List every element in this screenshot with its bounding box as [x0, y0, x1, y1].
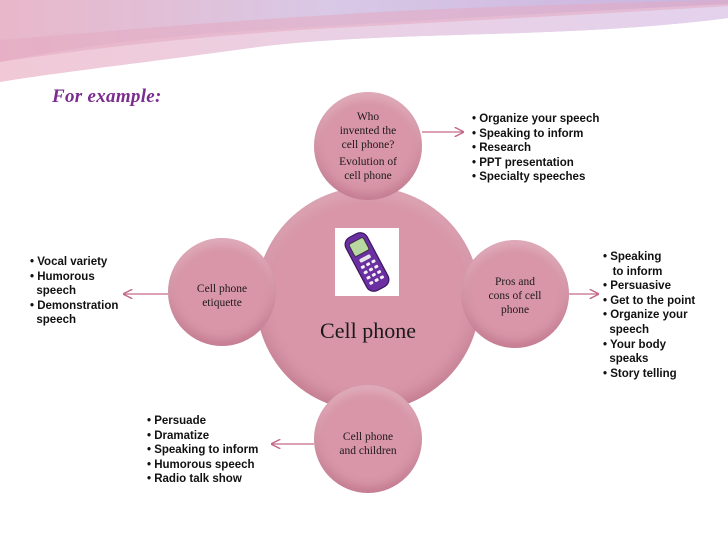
node-top — [314, 92, 422, 200]
list-item: • Persuade — [147, 415, 206, 427]
list-left: • Vocal variety • Humorous speech • Demo… — [30, 255, 118, 328]
list-item: • Organize your speech — [472, 113, 600, 125]
list-item: speech — [603, 323, 650, 336]
slide-heading: For example: — [52, 86, 162, 107]
decorative-banner — [0, 0, 728, 82]
node-top-text: Who invented the cell phone? Evolution o… — [314, 110, 422, 183]
list-item: • Speaking to inform — [472, 127, 584, 140]
node-right-line: phone — [500, 304, 530, 316]
list-item: speaks — [603, 353, 649, 366]
list-item: • Your body — [603, 338, 667, 351]
list-item: • Dramatize — [147, 429, 210, 442]
cell-phone-icon — [335, 228, 399, 296]
list-item: • Research — [472, 142, 532, 155]
node-top-line: cell phone — [344, 170, 392, 182]
node-left — [168, 238, 276, 346]
list-top-right: • Organize your speech • Speaking to inf… — [472, 112, 599, 185]
node-bottom-text: Cell phone and children — [314, 430, 422, 458]
node-left-line: Cell phone — [196, 283, 248, 295]
node-right-line: cons of cell — [488, 290, 542, 302]
node-right-line: Pros and — [495, 276, 535, 288]
node-left-line: etiquette — [202, 297, 242, 309]
node-top-line: Evolution of — [339, 156, 397, 168]
center-node — [256, 187, 480, 411]
list-right: • Speaking to inform • Persuasive • Get … — [603, 250, 695, 381]
node-top-line: invented the — [339, 125, 397, 137]
list-item: • Organize your — [603, 309, 688, 322]
list-item: • Get to the point — [603, 294, 696, 307]
list-item: speech — [30, 285, 77, 298]
list-item: • Speaking — [603, 251, 662, 263]
node-bottom — [314, 385, 422, 493]
center-label: Cell phone — [320, 318, 416, 343]
list-item: • Vocal variety — [30, 256, 108, 268]
list-item: • Specialty speeches — [472, 171, 586, 184]
list-bottom: • Persuade • Dramatize • Speaking to inf… — [147, 414, 258, 487]
list-item: speech — [30, 314, 77, 327]
node-top-line: Who — [356, 111, 380, 123]
list-item: • Radio talk show — [147, 473, 242, 486]
list-item: • PPT presentation — [472, 156, 574, 169]
list-item: • Humorous — [30, 270, 95, 283]
list-item: to inform — [603, 265, 663, 278]
list-item: • Demonstration — [30, 299, 119, 312]
list-item: • Speaking to inform — [147, 444, 259, 457]
node-bottom-line: Cell phone — [342, 431, 394, 443]
node-top-line: cell phone? — [341, 139, 395, 151]
node-left-text: Cell phone etiquette — [168, 282, 276, 310]
list-item: • Humorous speech — [147, 458, 255, 471]
node-right-text: Pros and cons of cell phone — [461, 275, 569, 317]
node-right — [461, 240, 569, 348]
list-item: • Persuasive — [603, 280, 671, 293]
node-bottom-line: and children — [339, 445, 397, 457]
list-item: • Story telling — [603, 367, 677, 380]
